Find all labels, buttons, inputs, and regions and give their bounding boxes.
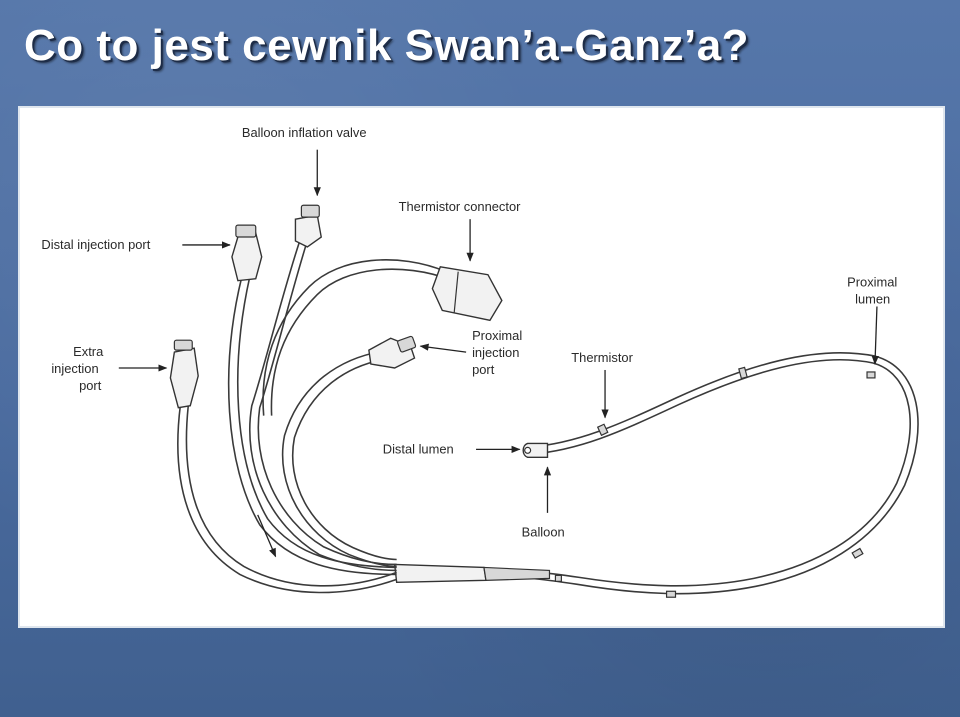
label-balloon: Balloon bbox=[522, 525, 565, 540]
label-proximal-injection-port-line1: Proximal bbox=[472, 328, 522, 343]
label-proximal-injection-port-line2: injection bbox=[472, 345, 519, 360]
label-extra-injection-port-line2: injection bbox=[51, 361, 98, 376]
label-thermistor: Thermistor bbox=[571, 350, 633, 365]
pointer-arrows bbox=[118, 149, 879, 558]
catheter-tubes bbox=[177, 241, 919, 595]
arrow-proximal-injection-port bbox=[419, 343, 467, 353]
thermistor-marker bbox=[596, 423, 609, 437]
slide-title: Co to jest cewnik Swan’a-Ganz’a? bbox=[24, 21, 750, 70]
catheter-illustration: Balloon inflation valve Thermistor conne… bbox=[41, 125, 919, 598]
balloon-inflation-valve bbox=[294, 214, 322, 248]
label-extra-injection-port-line1: Extra bbox=[73, 344, 104, 359]
label-distal-lumen: Distal lumen bbox=[383, 441, 454, 456]
arrow-proximal-lumen bbox=[871, 306, 879, 365]
catheter-parts bbox=[169, 204, 876, 598]
label-extra-injection-port-line3: port bbox=[79, 378, 102, 393]
diagram-labels: Balloon inflation valve Thermistor conne… bbox=[41, 125, 897, 540]
swan-ganz-catheter-diagram: Balloon inflation valve Thermistor conne… bbox=[18, 106, 945, 628]
label-proximal-lumen-line2: lumen bbox=[855, 291, 890, 306]
extra-injection-port-connector bbox=[169, 347, 199, 409]
label-balloon-inflation-valve: Balloon inflation valve bbox=[242, 125, 367, 140]
distal-injection-port-connector bbox=[231, 232, 263, 282]
label-thermistor-connector: Thermistor connector bbox=[399, 199, 521, 214]
thermistor-connector bbox=[431, 265, 503, 322]
label-proximal-lumen-line1: Proximal bbox=[847, 275, 897, 290]
balloon bbox=[522, 442, 549, 458]
label-proximal-injection-port-line3: port bbox=[472, 362, 495, 377]
proximal-lumen-marker bbox=[866, 371, 876, 379]
label-distal-injection-port: Distal injection port bbox=[41, 237, 150, 252]
